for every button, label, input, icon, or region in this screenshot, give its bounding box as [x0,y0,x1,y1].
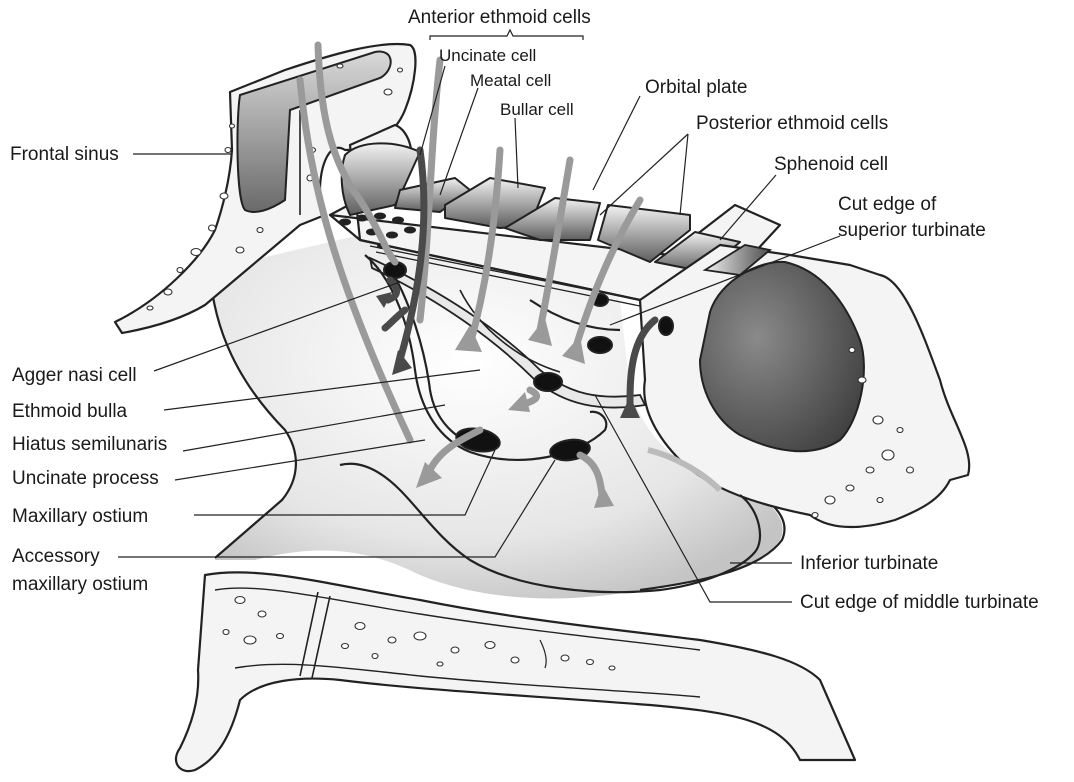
label-maxillary-ostium: Maxillary ostium [12,506,148,527]
label-uncinate-cell: Uncinate cell [439,46,536,65]
label-cut-edge-middle-turbinate: Cut edge of middle turbinate [800,592,1039,613]
label-sphenoid-cell: Sphenoid cell [774,154,888,175]
label-uncinate-process: Uncinate process [12,468,159,489]
label-agger-nasi-cell: Agger nasi cell [12,365,137,386]
label-meatal-cell: Meatal cell [470,71,551,90]
label-hiatus-semilunaris: Hiatus semilunaris [12,434,167,455]
label-inferior-turbinate: Inferior turbinate [800,553,938,574]
label-cut-edge-superior-1: Cut edge of [838,194,937,215]
label-accessory-1: Accessory [12,546,100,567]
label-bullar-cell: Bullar cell [500,100,574,119]
label-orbital-plate: Orbital plate [645,77,747,98]
label-frontal-sinus: Frontal sinus [10,144,119,165]
label-accessory-2: maxillary ostium [12,574,148,595]
label-cut-edge-superior-2: superior turbinate [838,220,986,241]
label-anterior-ethmoid-cells: Anterior ethmoid cells [408,7,591,28]
label-posterior-ethmoid-cells: Posterior ethmoid cells [696,113,888,134]
label-ethmoid-bulla: Ethmoid bulla [12,401,128,422]
